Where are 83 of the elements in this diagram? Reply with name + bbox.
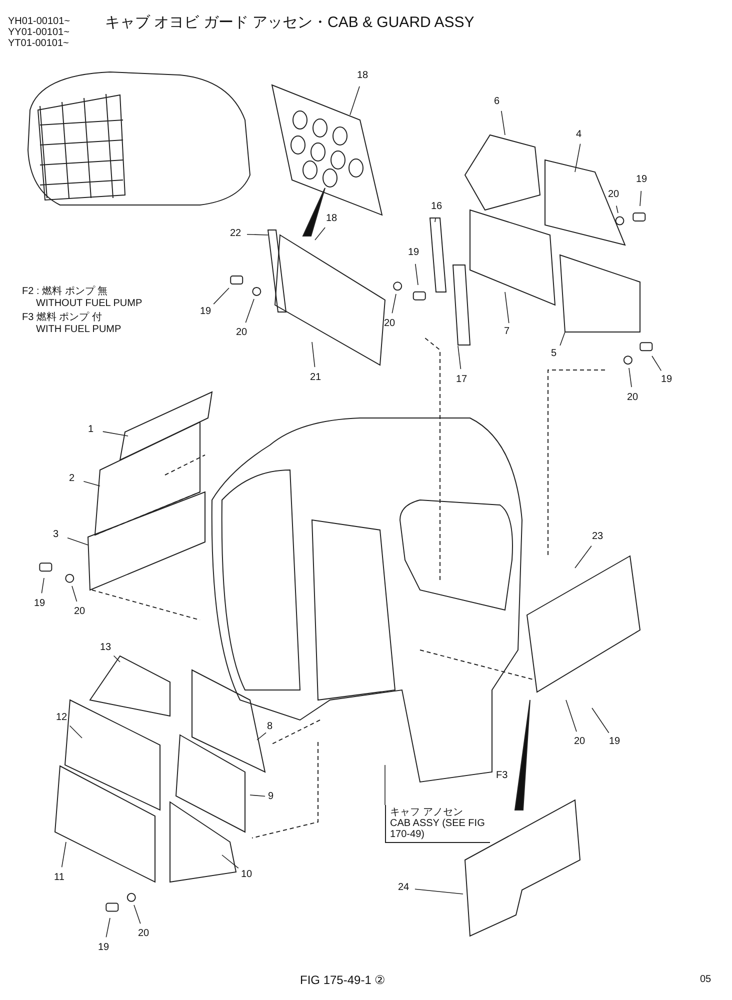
- callout-number: 21: [310, 372, 322, 384]
- callout-number: 22: [230, 228, 242, 240]
- callout-number: 19: [636, 174, 648, 186]
- callout-number: 20: [608, 189, 620, 201]
- leader-line: [312, 342, 316, 368]
- part-number-range: YT01-00101~: [8, 38, 69, 50]
- callout-number: 10: [241, 869, 252, 881]
- callout-number: 20: [236, 327, 248, 339]
- callout-number: 7: [504, 326, 510, 338]
- leader-line: [434, 218, 436, 222]
- leader-line: [113, 655, 120, 662]
- callout-number: 20: [384, 318, 396, 330]
- leader-line: [41, 578, 44, 594]
- callout-number: 19: [34, 598, 46, 610]
- callout-number: 13: [100, 642, 112, 654]
- callout-number: 19: [98, 942, 110, 954]
- leader-line: [213, 288, 230, 304]
- callout-number: 16: [431, 201, 442, 213]
- leader-line: [560, 332, 566, 346]
- leader-line: [504, 292, 510, 324]
- leader-line: [72, 586, 78, 602]
- callout-number: 19: [200, 306, 212, 318]
- leader-line: [106, 918, 110, 938]
- part-number-range: YY01-00101~: [8, 27, 70, 39]
- callout-number: 20: [74, 606, 86, 618]
- leader-line: [102, 431, 128, 436]
- callout-number: 4: [576, 129, 582, 141]
- leader-line: [640, 190, 642, 206]
- callout-number: 12: [56, 712, 68, 724]
- part-number-range: YH01-00101~: [8, 16, 70, 28]
- callout-number: 23: [592, 531, 604, 543]
- leader-line: [414, 888, 464, 894]
- leader-line: [67, 538, 88, 546]
- callout-number: 9: [268, 791, 274, 803]
- leader-line: [592, 708, 610, 734]
- leader-line: [628, 368, 632, 388]
- leader-line: [652, 356, 662, 372]
- callout-number: 19: [661, 374, 672, 386]
- leader-line: [616, 205, 618, 214]
- figure-number: FIG 175-49-1 ②: [300, 974, 386, 986]
- option-label: F3: [496, 770, 508, 782]
- callout-number: 20: [627, 392, 638, 404]
- callout-number: 6: [494, 96, 500, 108]
- leader-line: [246, 234, 268, 236]
- leader-line: [392, 294, 396, 314]
- note-text: WITHOUT FUEL PUMP: [36, 298, 142, 310]
- leader-line: [245, 298, 254, 324]
- callout-number: 5: [551, 348, 557, 360]
- leader-line: [350, 86, 360, 116]
- callout-number: 20: [138, 928, 150, 940]
- leader-line: [566, 700, 577, 732]
- note-text: F2 : 燃料 ポンプ 無: [22, 286, 108, 298]
- title: キャブ オヨビ ガード アッセン・CAB & GUARD ASSY: [105, 14, 474, 32]
- callout-number: 19: [609, 736, 620, 748]
- leader-line: [314, 227, 326, 240]
- leader-line: [69, 725, 82, 738]
- callout-number: 2: [69, 473, 75, 485]
- callout-number: 17: [456, 374, 468, 386]
- callout-number: 3: [53, 529, 59, 541]
- leader-line: [83, 481, 100, 486]
- callout-number: 18: [326, 213, 338, 225]
- callout-number: 24: [398, 882, 410, 894]
- leader-line: [250, 794, 266, 797]
- page-number: 05: [700, 974, 712, 986]
- leader-line: [414, 264, 418, 286]
- callout-number: 19: [408, 247, 420, 259]
- leader-line: [500, 110, 506, 136]
- leader-line: [574, 143, 581, 172]
- callout-number: 20: [574, 736, 586, 748]
- callout-number: 8: [267, 721, 273, 733]
- callout-number: 11: [54, 872, 64, 884]
- leader-line: [134, 904, 141, 924]
- leader-line: [384, 764, 386, 806]
- leader-line: [222, 854, 239, 869]
- note-text: WITH FUEL PUMP: [36, 324, 122, 336]
- leader-line: [61, 842, 66, 868]
- leader-line: [256, 732, 266, 740]
- note-text: F3 燃料 ポンプ 付: [22, 312, 102, 324]
- callout-number: 18: [357, 70, 368, 82]
- callout-number: 1: [88, 424, 94, 436]
- leader-line: [458, 346, 462, 370]
- note-box: キャフ アノセン CAB ASSY (SEE FIG 170-49): [385, 805, 490, 843]
- leader-line: [574, 545, 592, 568]
